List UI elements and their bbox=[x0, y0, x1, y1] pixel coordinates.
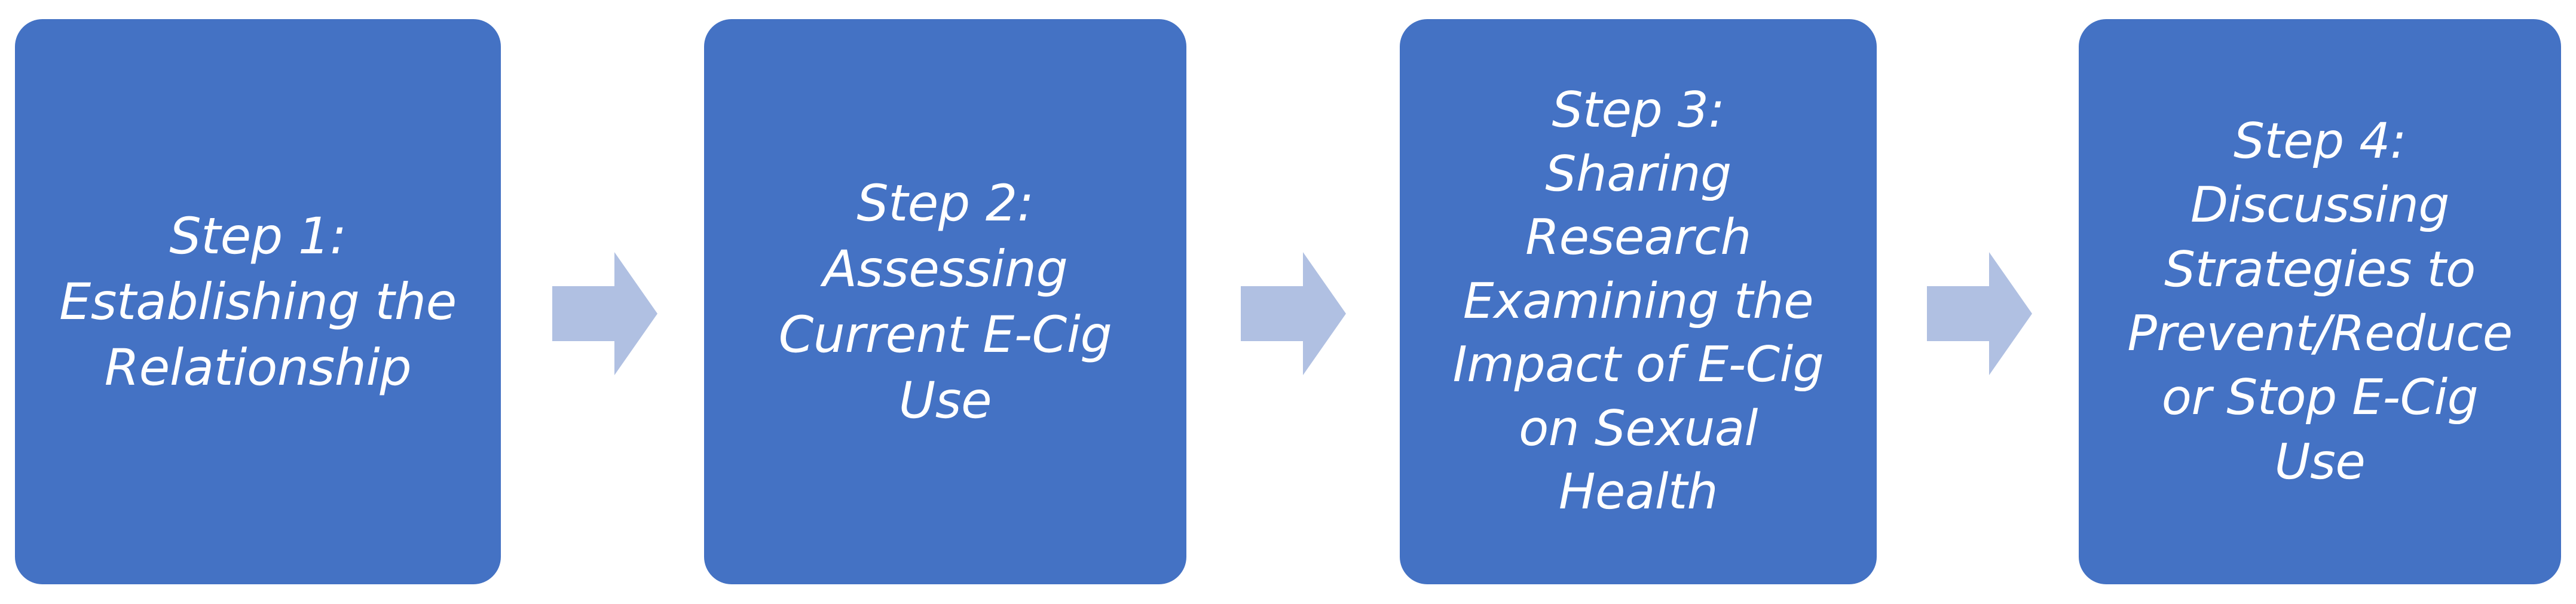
process-step-1-label: Step 1: Establishing the Relationship bbox=[59, 206, 457, 397]
process-step-3-box[interactable]: Step 3: Sharing Research Examining the I… bbox=[1400, 19, 1877, 584]
process-step-1-box[interactable]: Step 1: Establishing the Relationship bbox=[15, 19, 501, 584]
right-arrow-icon bbox=[1927, 252, 2032, 375]
process-step-4-box[interactable]: Step 4: Discussing Strategies to Prevent… bbox=[2079, 19, 2561, 584]
right-arrow-icon bbox=[552, 252, 657, 375]
process-step-2-box[interactable]: Step 2: Assessing Current E-Cig Use bbox=[704, 19, 1186, 584]
right-arrow-icon bbox=[1241, 252, 1346, 375]
process-step-3-label: Step 3: Sharing Research Examining the I… bbox=[1452, 81, 1824, 521]
process-step-4-label: Step 4: Discussing Strategies to Prevent… bbox=[2127, 112, 2513, 490]
process-step-2-label: Step 2: Assessing Current E-Cig Use bbox=[778, 173, 1112, 430]
